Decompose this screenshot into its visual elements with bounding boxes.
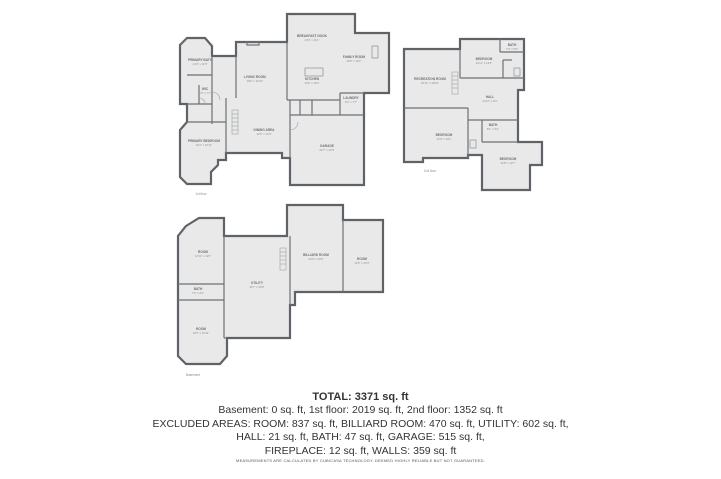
room-label: BEDROOM <box>500 157 517 161</box>
room-label: KITCHEN <box>305 77 320 81</box>
floor-label: Basement <box>186 373 200 377</box>
first-floor-outline <box>178 12 391 187</box>
room-dims: 19'5" x 15'11" <box>193 331 210 335</box>
room-label: ROOM <box>198 250 208 254</box>
room-label: GARAGE <box>320 144 334 148</box>
room-label: BEDROOM <box>476 57 493 61</box>
floor-areas: Basement: 0 sq. ft, 1st floor: 2019 sq. … <box>218 404 503 416</box>
room-dims: 20'0" x 23'6" <box>308 257 323 261</box>
excluded-areas: EXCLUDED AREAS: ROOM: 837 sq. ft, BILLIA… <box>152 417 569 430</box>
basement-outline <box>176 203 385 366</box>
room-label: FAMILY ROOM <box>343 55 365 59</box>
first-floor-plan: PRIMARY BATH 14'0" x 11'9" PRIMARY BEDRO… <box>178 12 391 196</box>
room-dims: 14'5" x 25'3" <box>354 261 369 265</box>
room-label: BATH <box>508 43 517 47</box>
room-label: ROOM <box>196 327 206 331</box>
door-swing <box>198 97 206 105</box>
disclaimer: MEASUREMENTS ARE CALCULATED BY CUBICASA … <box>236 458 485 463</box>
excluded-areas-cont: HALL: 21 sq. ft, BATH: 47 sq. ft, GARAGE… <box>236 431 485 443</box>
stairs <box>279 247 287 271</box>
second-floor-plan: RECREATION ROOM 18'11" x 18'10" BEDROOM … <box>402 37 544 192</box>
room-label: PRIMARY BATH <box>188 58 213 62</box>
counter <box>371 45 379 59</box>
room-dims: 12'5" x 13'3" <box>256 132 271 136</box>
room-label: HALL <box>486 95 495 99</box>
room-dims: 8'1" x 5'4" <box>487 127 499 131</box>
room-dims: 14'11" x 11'5" <box>195 254 211 258</box>
door-swing <box>289 121 299 131</box>
bath-fixture <box>513 67 521 77</box>
floor-label: 1st floor <box>195 192 207 196</box>
room-label: LIVING ROOM <box>244 75 266 79</box>
bath-fixture <box>469 139 477 149</box>
room-label: RECREATION ROOM <box>414 77 446 81</box>
room-label: UTILITY <box>251 281 264 285</box>
room-dims: 13'4" x 11'1" <box>304 38 319 42</box>
room-label: DINING AREA <box>254 128 276 132</box>
room-dims: 32'7" x 24'8" <box>249 285 264 289</box>
basement-plan: ROOM 14'11" x 11'5" ROOM 19'5" x 15'11" … <box>176 203 385 377</box>
room-label: BEDROOM <box>436 133 453 137</box>
room-label: BILLIARD ROOM <box>303 253 329 257</box>
room-dims: 22'7" x 22'9" <box>319 148 334 152</box>
fireplace <box>246 41 260 46</box>
room-dims: 18'11" x 18'10" <box>421 81 439 85</box>
room-dims: 14'0" x 11'9" <box>192 62 207 66</box>
stairs <box>231 109 239 135</box>
excluded-areas-end: FIREPLACE: 12 sq. ft, WALLS: 359 sq. ft <box>264 444 457 457</box>
room-label: WIC <box>202 87 209 91</box>
bay-wall <box>179 37 188 46</box>
room-dims: 11'11" x 13'4" <box>476 61 492 65</box>
room-label: LAUNDRY <box>343 96 359 100</box>
room-dims: 16'9" x 16'1" <box>346 59 361 63</box>
area-summary: TOTAL: 3371 sq. ft Basement: 0 sq. ft, 1… <box>0 390 721 464</box>
floor-label: 2nd floor <box>424 169 437 173</box>
room-label: BATH <box>194 287 203 291</box>
room-dims: 13'6" x 16'1" <box>304 81 319 85</box>
room-dims: 13'0" x 13'1" <box>436 137 451 141</box>
room-dims: 18'6" x 20'11" <box>247 79 264 83</box>
kitchen-island <box>304 67 324 77</box>
room-dims: 7'9" x 5'0" <box>506 47 518 51</box>
door-swing <box>211 91 221 101</box>
room-dims: 14'11" x 9'4" <box>482 99 497 103</box>
room-label: ROOM <box>357 257 367 261</box>
room-label: BATH <box>489 123 498 127</box>
second-floor-outline <box>402 37 544 192</box>
room-dims: 7'6" x 6'2" <box>192 291 204 295</box>
room-dims: 8'4" x 7'7" <box>345 100 357 104</box>
room-label: BREAKFAST NOOK <box>297 34 328 38</box>
room-label: PRIMARY BEDROOM <box>188 139 220 143</box>
room-dims: 19'4" x 16'11" <box>196 143 213 147</box>
total-area: TOTAL: 3371 sq. ft <box>312 391 409 403</box>
stairs <box>451 71 459 95</box>
room-dims: 8'4" x 7'1" <box>199 91 211 95</box>
room-dims: 14'8" x 12'7" <box>500 161 515 165</box>
